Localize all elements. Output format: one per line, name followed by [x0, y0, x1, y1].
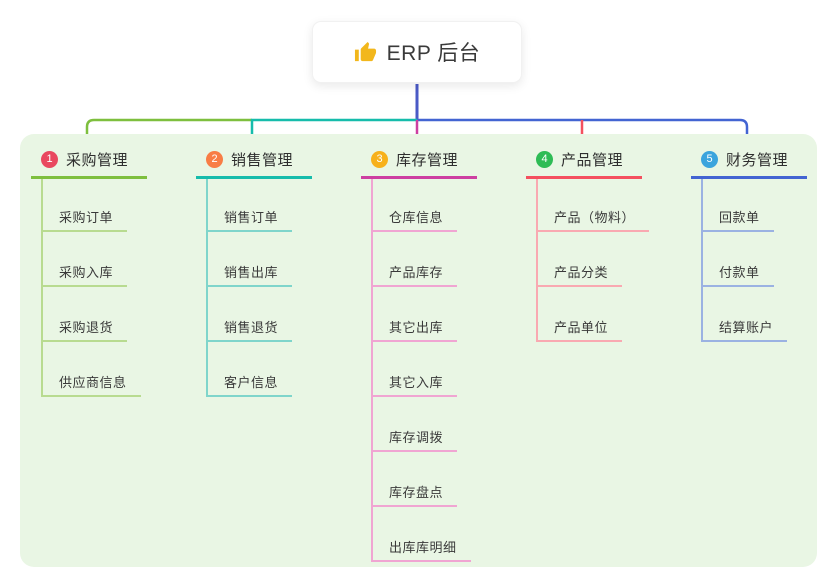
branch-1: 1 采购管理 采购订单采购入库采购退货供应商信息	[31, 144, 147, 397]
branch-number-badge: 3	[371, 151, 388, 168]
child-node[interactable]: 采购订单	[43, 179, 128, 232]
branch-children: 仓库信息产品库存其它出库其它入库库存调拨库存盘点出库库明细	[371, 179, 471, 562]
branch-number-badge: 5	[701, 151, 718, 168]
branch-header[interactable]: 1 采购管理	[31, 144, 147, 179]
child-node[interactable]: 供应商信息	[43, 342, 141, 397]
child-node[interactable]: 客户信息	[208, 342, 293, 397]
branches-panel: 1 采购管理 采购订单采购入库采购退货供应商信息 2 销售管理 销售订单销售出库…	[20, 134, 817, 567]
child-node[interactable]: 采购退货	[43, 287, 128, 342]
child-node[interactable]: 采购入库	[43, 232, 128, 287]
child-node[interactable]: 其它入库	[373, 342, 458, 397]
thumbs-up-icon	[354, 41, 376, 61]
branch-label: 库存管理	[396, 152, 459, 169]
branch-header[interactable]: 4 产品管理	[526, 144, 642, 179]
child-node[interactable]: 仓库信息	[373, 179, 458, 232]
branch-5: 5 财务管理 回款单付款单结算账户	[691, 144, 807, 342]
branch-number-badge: 1	[41, 151, 58, 168]
thumbs-up-glyph	[354, 41, 376, 61]
branch-children: 销售订单销售出库销售退货客户信息	[206, 179, 293, 397]
child-node[interactable]: 回款单	[703, 179, 774, 232]
branch-label: 采购管理	[66, 152, 129, 169]
child-node[interactable]: 销售订单	[208, 179, 293, 232]
branch-label: 财务管理	[726, 152, 789, 169]
branch-children: 采购订单采购入库采购退货供应商信息	[41, 179, 141, 397]
child-node[interactable]: 付款单	[703, 232, 774, 287]
child-node[interactable]: 其它出库	[373, 287, 458, 342]
branch-number-badge: 2	[206, 151, 223, 168]
branch-label: 销售管理	[231, 152, 294, 169]
child-node[interactable]: 销售退货	[208, 287, 293, 342]
branch-children: 产品（物料）产品分类产品单位	[536, 179, 650, 342]
branch-header[interactable]: 3 库存管理	[361, 144, 477, 179]
branch-3: 3 库存管理 仓库信息产品库存其它出库其它入库库存调拨库存盘点出库库明细	[361, 144, 477, 562]
branch-label: 产品管理	[561, 152, 624, 169]
child-node[interactable]: 产品库存	[373, 232, 458, 287]
root-node[interactable]: ERP 后台	[312, 21, 522, 83]
branch-header[interactable]: 2 销售管理	[196, 144, 312, 179]
child-node[interactable]: 库存调拨	[373, 397, 458, 452]
branch-4: 4 产品管理 产品（物料）产品分类产品单位	[526, 144, 650, 342]
branch-number-badge: 4	[536, 151, 553, 168]
child-node[interactable]: 产品分类	[538, 232, 623, 287]
child-node[interactable]: 出库库明细	[373, 507, 471, 562]
branch-children: 回款单付款单结算账户	[701, 179, 788, 342]
child-node[interactable]: 销售出库	[208, 232, 293, 287]
branch-2: 2 销售管理 销售订单销售出库销售退货客户信息	[196, 144, 312, 397]
root-title: ERP 后台	[386, 42, 481, 65]
child-node[interactable]: 产品单位	[538, 287, 623, 342]
child-node[interactable]: 结算账户	[703, 287, 788, 342]
child-node[interactable]: 库存盘点	[373, 452, 458, 507]
branch-header[interactable]: 5 财务管理	[691, 144, 807, 179]
child-node[interactable]: 产品（物料）	[538, 179, 650, 232]
